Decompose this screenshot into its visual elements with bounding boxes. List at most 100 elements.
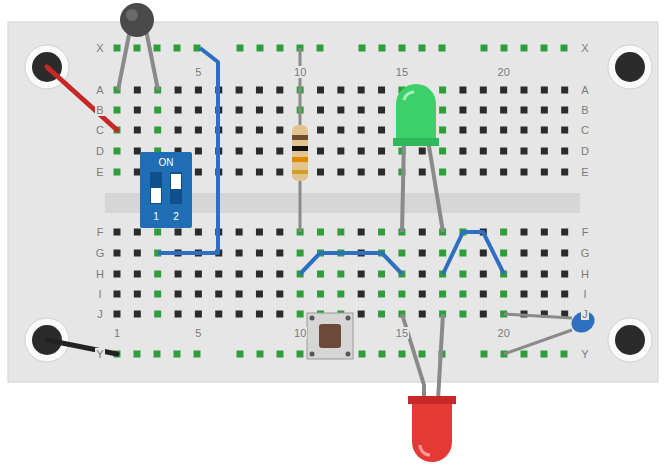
row-letter: A bbox=[580, 84, 589, 96]
green-led bbox=[393, 84, 443, 232]
hole bbox=[134, 291, 141, 298]
hole bbox=[114, 107, 121, 114]
hole bbox=[378, 229, 385, 236]
column-number: 5 bbox=[194, 327, 202, 339]
hole bbox=[236, 87, 243, 94]
hole bbox=[379, 351, 386, 358]
hole bbox=[521, 45, 528, 52]
hole bbox=[500, 107, 507, 114]
hole bbox=[439, 250, 446, 257]
hole bbox=[174, 351, 181, 358]
hole bbox=[439, 169, 446, 176]
row-letter: B bbox=[580, 104, 589, 116]
hole bbox=[541, 148, 548, 155]
hole bbox=[358, 127, 365, 134]
hole bbox=[215, 271, 222, 278]
hole bbox=[459, 148, 466, 155]
hole bbox=[378, 107, 385, 114]
hole bbox=[175, 311, 182, 318]
hole bbox=[276, 229, 283, 236]
hole bbox=[439, 291, 446, 298]
hole bbox=[378, 127, 385, 134]
hole bbox=[480, 169, 487, 176]
hole bbox=[276, 311, 283, 318]
hole bbox=[175, 127, 182, 134]
capacitor bbox=[504, 307, 598, 354]
hole bbox=[195, 148, 202, 155]
row-letter: G bbox=[580, 247, 591, 259]
hole bbox=[317, 148, 324, 155]
hole bbox=[419, 311, 426, 318]
hole bbox=[358, 87, 365, 94]
hole bbox=[419, 250, 426, 257]
hole bbox=[337, 107, 344, 114]
hole bbox=[480, 107, 487, 114]
hole bbox=[459, 271, 466, 278]
hole bbox=[521, 127, 528, 134]
hole bbox=[195, 271, 202, 278]
red-led bbox=[402, 314, 456, 462]
mounting-holes bbox=[25, 45, 652, 362]
hole bbox=[439, 107, 446, 114]
hole bbox=[237, 351, 244, 358]
hole bbox=[175, 87, 182, 94]
hole bbox=[317, 45, 324, 52]
hole bbox=[256, 107, 263, 114]
hole bbox=[195, 87, 202, 94]
hole bbox=[419, 148, 426, 155]
hole bbox=[195, 107, 202, 114]
hole bbox=[378, 148, 385, 155]
row-letter: H bbox=[580, 268, 590, 280]
row-letter: J bbox=[581, 308, 589, 320]
hole bbox=[480, 311, 487, 318]
hole bbox=[236, 250, 243, 257]
hole bbox=[521, 169, 528, 176]
hole bbox=[114, 169, 121, 176]
hole bbox=[561, 291, 568, 298]
hole bbox=[154, 127, 161, 134]
hole bbox=[317, 291, 324, 298]
row-letter: Y bbox=[580, 348, 589, 360]
hole bbox=[114, 229, 121, 236]
hole bbox=[500, 291, 507, 298]
resistor bbox=[292, 48, 308, 232]
hole bbox=[561, 229, 568, 236]
hole bbox=[114, 311, 121, 318]
hole bbox=[256, 169, 263, 176]
hole bbox=[297, 250, 304, 257]
hole bbox=[459, 107, 466, 114]
hole bbox=[134, 271, 141, 278]
hole bbox=[154, 107, 161, 114]
hole bbox=[561, 250, 568, 257]
hole bbox=[256, 127, 263, 134]
hole bbox=[114, 250, 121, 257]
hole bbox=[154, 45, 161, 52]
hole bbox=[501, 45, 508, 52]
hole bbox=[154, 291, 161, 298]
row-letter: J bbox=[96, 308, 104, 320]
hole bbox=[378, 291, 385, 298]
hole bbox=[236, 271, 243, 278]
hole bbox=[256, 271, 263, 278]
column-number: 15 bbox=[395, 327, 409, 339]
thermistor bbox=[118, 3, 158, 90]
column-number: 10 bbox=[293, 327, 307, 339]
hole bbox=[561, 271, 568, 278]
hole bbox=[480, 250, 487, 257]
hole bbox=[236, 127, 243, 134]
hole bbox=[500, 127, 507, 134]
column-number: 20 bbox=[497, 327, 511, 339]
hole bbox=[175, 271, 182, 278]
hole bbox=[154, 271, 161, 278]
hole bbox=[256, 229, 263, 236]
hole bbox=[134, 107, 141, 114]
hole bbox=[541, 250, 548, 257]
row-letter: H bbox=[95, 268, 105, 280]
dip-switch: ON12 bbox=[140, 152, 192, 228]
hole bbox=[459, 127, 466, 134]
hole bbox=[521, 271, 528, 278]
hole bbox=[399, 351, 406, 358]
hole bbox=[114, 45, 121, 52]
hole bbox=[459, 311, 466, 318]
hole bbox=[215, 291, 222, 298]
